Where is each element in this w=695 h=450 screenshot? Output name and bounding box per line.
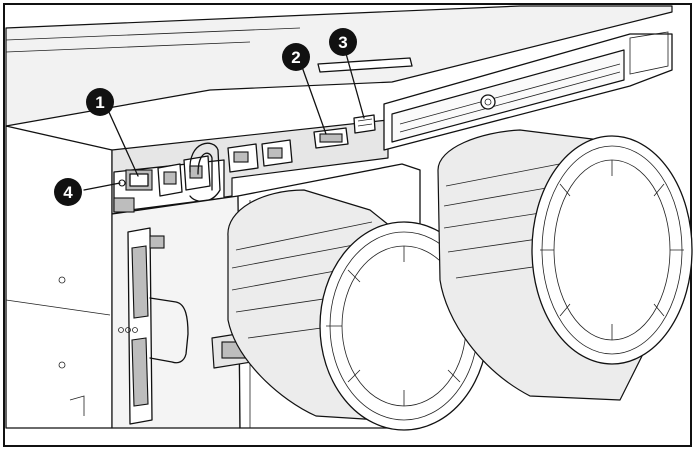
chassis-top: [5, 5, 673, 127]
callout-1-circle: [86, 88, 114, 116]
dsub-connector: [131, 337, 149, 407]
thumbscrew: [480, 94, 496, 110]
label-plate: [317, 57, 413, 73]
callout-1: 1: [86, 88, 114, 116]
callout-4-number: 4: [63, 183, 73, 202]
latch: [113, 197, 135, 213]
network-ports: [157, 139, 293, 197]
callout-1-number: 1: [95, 93, 104, 112]
callout-2-circle: [282, 43, 310, 71]
fan-guard: [531, 135, 693, 365]
callout-3: 3: [329, 28, 357, 56]
io-module: [111, 114, 389, 215]
callout-2: 2: [282, 43, 310, 71]
upper-bay: [383, 31, 673, 151]
callout-3-number: 3: [338, 33, 347, 52]
callout-leaders: [83, 49, 365, 191]
side-screw: [58, 361, 66, 369]
callout-4-circle: [54, 178, 82, 206]
psu-handle: [149, 297, 189, 364]
power-supply-module: [111, 195, 241, 429]
callout-4: 4: [54, 178, 82, 206]
dsub-connector: [131, 245, 149, 319]
callout-3-circle: [329, 28, 357, 56]
side-screw: [58, 276, 66, 284]
fan-assembly-right: [437, 129, 693, 401]
callout-2-number: 2: [291, 48, 300, 67]
chassis-left-side: [5, 125, 113, 429]
